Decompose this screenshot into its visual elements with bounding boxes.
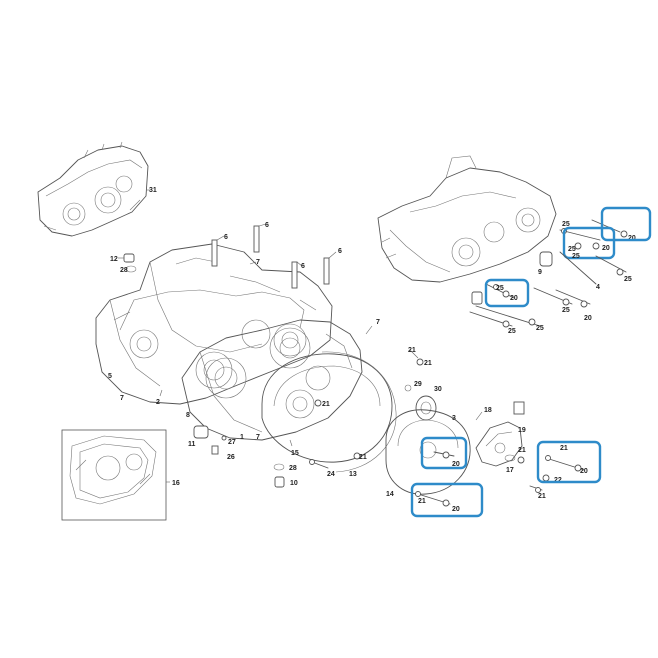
callout-12: 12 [110, 256, 118, 263]
callout-27: 27 [228, 439, 236, 446]
callout-24: 24 [327, 471, 335, 478]
callout-7-d: 7 [256, 434, 260, 441]
highlight-box-crankcase-bolt [484, 278, 530, 308]
callout-14: 14 [386, 491, 394, 498]
callout-25-b: 25 [568, 246, 576, 253]
callout-21-d: 21 [408, 347, 416, 354]
callout-21-h: 21 [560, 445, 568, 452]
callout-6-a: 6 [224, 234, 228, 241]
gasket-outline [119, 289, 305, 331]
callout-25-g: 25 [508, 328, 516, 335]
callout-6-b: 6 [265, 222, 269, 229]
callout-5: 5 [108, 373, 112, 380]
crankcase-upper-right [377, 155, 557, 283]
callout-4: 4 [596, 284, 600, 291]
callout-30: 30 [434, 386, 442, 393]
clutch-cover [261, 353, 393, 463]
callout-20-e: 20 [510, 295, 518, 302]
callout-21-g: 21 [538, 493, 546, 500]
callout-25-f: 25 [536, 325, 544, 332]
callout-29: 29 [414, 381, 422, 388]
callout-17: 17 [506, 467, 514, 474]
callout-20-f: 20 [584, 315, 592, 322]
callout-25-d: 25 [624, 276, 632, 283]
highlight-box-right-bolt [536, 440, 602, 484]
callout-21-a: 21 [322, 401, 330, 408]
crankcase-right-half [181, 319, 363, 441]
callout-20-a: 20 [452, 461, 460, 468]
water-pump-cover [475, 421, 523, 467]
callout-20-g: 20 [628, 235, 636, 242]
callout-22: 22 [554, 477, 562, 484]
callout-10: 10 [290, 480, 298, 487]
gasket-set-inset [61, 429, 167, 521]
callout-25-e: 25 [496, 285, 504, 292]
cover-gasket [321, 351, 397, 473]
highlight-box-cover-bolt [420, 436, 468, 470]
callout-20-c: 20 [580, 468, 588, 475]
callout-8: 8 [186, 412, 190, 419]
callout-1: 1 [240, 434, 244, 441]
callout-20-b: 20 [452, 506, 460, 513]
callout-18: 18 [484, 407, 492, 414]
callout-21-b: 21 [359, 454, 367, 461]
callout-16: 16 [172, 480, 180, 487]
callout-21-c: 21 [424, 360, 432, 367]
callout-7-c: 7 [376, 319, 380, 326]
highlight-box-lower-bolt [410, 482, 484, 518]
callout-28-a: 28 [120, 267, 128, 274]
callout-11: 11 [188, 441, 196, 448]
callout-25-a: 25 [562, 221, 570, 228]
callout-26: 26 [227, 454, 235, 461]
callout-28-b: 28 [289, 465, 297, 472]
callout-6-d: 6 [338, 248, 342, 255]
crankcase-left-half [95, 243, 333, 405]
callout-2: 2 [156, 399, 160, 406]
ignition-cover [385, 409, 471, 495]
cylinder-studs [211, 225, 330, 289]
crankcase-reference-view [37, 141, 149, 237]
callout-19: 19 [518, 427, 526, 434]
callout-21-f: 21 [518, 447, 526, 454]
callout-15: 15 [291, 450, 299, 457]
callout-25-c: 25 [572, 253, 580, 260]
callout-6-c: 6 [301, 263, 305, 270]
highlight-box-top-right-bolt [600, 206, 652, 242]
callout-25-h: 25 [562, 307, 570, 314]
callout-20-d: 20 [602, 245, 610, 252]
callout-7-a: 7 [120, 395, 124, 402]
callout-21-e: 21 [418, 498, 426, 505]
highlight-box-mid-right-bolt [562, 226, 616, 260]
callout-31: 31 [149, 187, 157, 194]
callout-7-b: 7 [256, 259, 260, 266]
callout-9: 9 [538, 269, 542, 276]
callout-13: 13 [349, 471, 357, 478]
